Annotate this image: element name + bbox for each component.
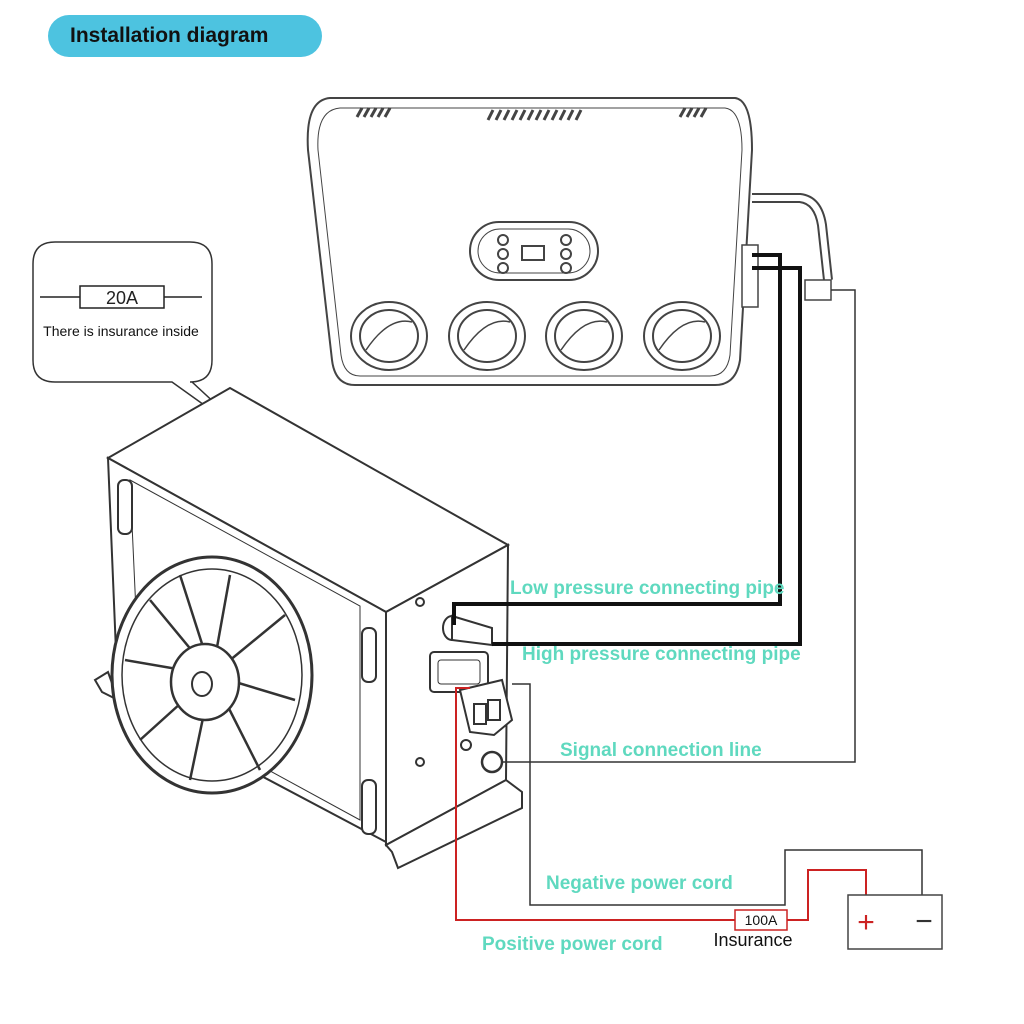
top-vent-slots bbox=[355, 107, 708, 121]
battery-positive-terminal: + bbox=[857, 906, 875, 939]
air-vent-2 bbox=[448, 301, 526, 371]
evaporator-unit bbox=[306, 97, 833, 386]
air-vent-4 bbox=[643, 301, 721, 371]
label-low-pressure-pipe: Low pressure connecting pipe bbox=[510, 578, 785, 599]
signal-socket bbox=[480, 750, 504, 774]
label-negative-power-cord: Negative power cord bbox=[546, 873, 733, 894]
diagram-title-text: Installation diagram bbox=[70, 24, 269, 47]
pipe-ports bbox=[415, 597, 493, 767]
air-vents bbox=[350, 301, 721, 371]
air-vent-3 bbox=[545, 301, 623, 371]
label-signal-line: Signal connection line bbox=[560, 740, 762, 761]
main-fuse-label: Insurance bbox=[713, 930, 792, 950]
terminal-block bbox=[458, 678, 514, 737]
fuse-callout: 20A There is insurance inside bbox=[32, 241, 261, 446]
callout-fuse-rating: 20A bbox=[106, 288, 138, 308]
diagram-title: Installation diagram bbox=[48, 15, 322, 57]
condenser-unit bbox=[93, 386, 523, 870]
label-high-pressure-pipe: High pressure connecting pipe bbox=[522, 644, 801, 665]
control-panel bbox=[469, 221, 599, 281]
negative-power-cord bbox=[512, 683, 923, 906]
battery: + − bbox=[847, 894, 943, 950]
condenser-fan bbox=[110, 555, 314, 795]
air-vent-1 bbox=[350, 301, 428, 371]
battery-negative-terminal: − bbox=[915, 905, 933, 938]
evaporator-side-fitting bbox=[741, 244, 759, 308]
positive-power-cord bbox=[455, 687, 735, 921]
callout-note: There is insurance inside bbox=[43, 323, 199, 339]
low-pressure-pipe bbox=[452, 253, 782, 625]
high-pressure-pipe bbox=[492, 266, 802, 646]
connections bbox=[452, 253, 923, 921]
signal-connector bbox=[804, 279, 832, 301]
main-fuse: 100A Insurance bbox=[713, 909, 793, 950]
label-positive-power-cord: Positive power cord bbox=[482, 934, 663, 955]
signal-line bbox=[502, 289, 856, 763]
main-fuse-rating: 100A bbox=[745, 912, 778, 928]
